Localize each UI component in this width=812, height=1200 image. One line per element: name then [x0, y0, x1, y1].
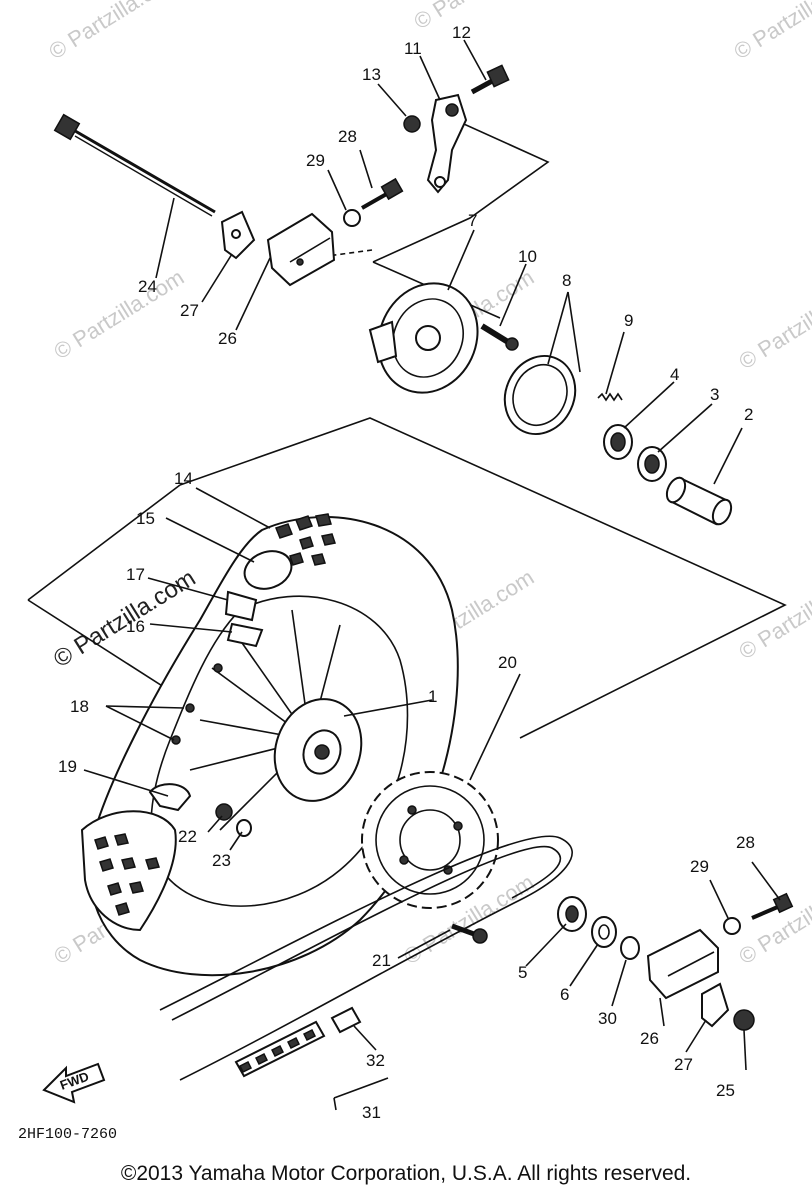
callout-26-lower: 26 — [640, 1029, 659, 1048]
callout-27: 27 — [180, 301, 199, 320]
watermark: © Partzilla.com — [729, 0, 812, 64]
watermark: © Partzilla.com — [44, 0, 183, 64]
brake-shoes — [503, 355, 577, 435]
watermark: © Partzilla.com — [734, 869, 812, 969]
callout-6: 6 — [560, 985, 569, 1004]
bearing — [603, 424, 633, 460]
brake-panel — [368, 282, 479, 394]
outline-line — [372, 119, 550, 263]
callout-13: 13 — [362, 65, 381, 84]
copyright-notice: ©2013 Yamaha Motor Corporation, U.S.A. A… — [120, 1162, 692, 1185]
drive-chain — [159, 835, 573, 1081]
forward-arrow-icon: FWD — [42, 1062, 106, 1104]
callouts: 1 2 3 4 5 6 7 8 9 10 11 12 13 14 15 16 1… — [58, 23, 755, 1122]
callout-11: 11 — [404, 39, 422, 58]
callout-4: 4 — [670, 365, 679, 384]
callout-2: 2 — [744, 405, 753, 424]
callout-21: 21 — [372, 951, 391, 970]
watermark: © Partzilla.com — [49, 264, 188, 364]
shoe-spring — [597, 392, 623, 402]
callout-10: 10 — [518, 247, 537, 266]
chain-section — [234, 1020, 326, 1078]
callout-bracket — [333, 1097, 337, 1111]
callout-1: 1 — [428, 687, 437, 706]
callout-12: 12 — [452, 23, 471, 42]
outline-line — [179, 417, 787, 739]
bearing — [557, 896, 587, 932]
axle — [53, 113, 373, 261]
callout-14: 14 — [174, 469, 193, 488]
callout-29-lower: 29 — [690, 857, 709, 876]
callout-3: 3 — [710, 385, 719, 404]
callout-7: 7 — [468, 211, 477, 230]
callout-27-lower: 27 — [674, 1055, 693, 1074]
axle-bracket — [701, 982, 730, 1028]
watermark: © Partzilla.com — [734, 564, 812, 664]
callout-25: 25 — [716, 1081, 735, 1100]
callout-29: 29 — [306, 151, 325, 170]
callout-17: 17 — [126, 565, 145, 584]
callout-28: 28 — [338, 127, 357, 146]
brake-arm — [426, 93, 468, 194]
callout-20: 20 — [498, 653, 517, 672]
adjuster-bolt — [343, 177, 404, 227]
callout-5: 5 — [518, 963, 527, 982]
chain-puller — [646, 928, 719, 1000]
callout-30: 30 — [598, 1009, 617, 1028]
callout-bracket — [333, 1077, 389, 1099]
sprocket-nut — [215, 803, 233, 821]
chain-joint — [330, 1006, 362, 1034]
watermark: © Partzilla.com — [409, 0, 548, 34]
callout-24: 24 — [138, 277, 157, 296]
panel-bolt — [480, 323, 519, 351]
callout-16: 16 — [126, 617, 145, 636]
axle-nut — [733, 1009, 755, 1031]
diagram-code: 2HF100-7260 — [18, 1126, 117, 1143]
outline-line — [27, 484, 181, 601]
callout-8: 8 — [562, 271, 571, 290]
collar — [620, 936, 640, 960]
lock-washer — [236, 819, 252, 837]
rear-sprocket — [361, 771, 499, 909]
oil-seal — [591, 916, 617, 948]
lever-bolt — [470, 64, 510, 95]
callout-22: 22 — [178, 827, 197, 846]
watermark: © Partzilla.com — [734, 274, 812, 374]
callout-26: 26 — [218, 329, 237, 348]
chain-puller — [266, 212, 336, 287]
bearing — [637, 446, 667, 482]
callout-31: 31 — [362, 1103, 381, 1122]
callout-19: 19 — [58, 757, 77, 776]
leader-lines — [83, 39, 781, 1071]
callout-32: 32 — [366, 1051, 385, 1070]
lever-nut — [403, 115, 421, 133]
callout-18: 18 — [70, 697, 89, 716]
callout-15: 15 — [136, 509, 155, 528]
axle-spacer — [665, 476, 733, 526]
callout-28-lower: 28 — [736, 833, 755, 852]
callout-9: 9 — [624, 311, 633, 330]
callout-23: 23 — [212, 851, 231, 870]
